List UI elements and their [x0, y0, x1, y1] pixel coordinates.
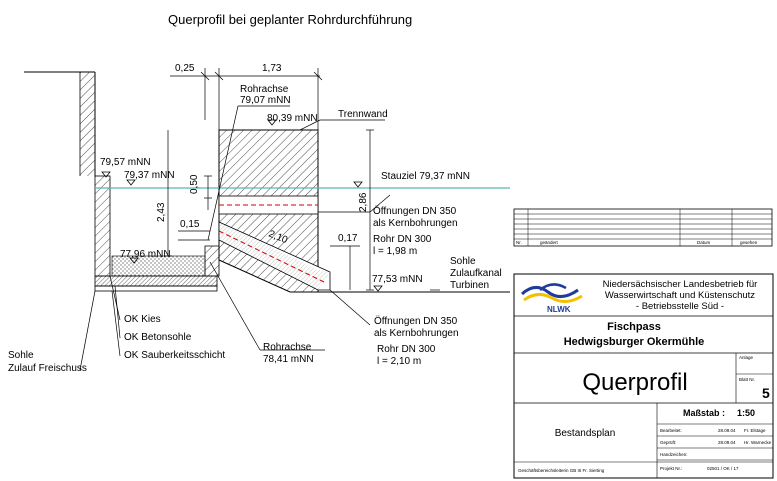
annotation-texts: 0,25 1,73 Rohrachse 79,07 mNN Trennwand …: [8, 63, 502, 374]
pipe2-line2: l = 2,10 m: [377, 356, 421, 367]
massstab-label: Maßstab :: [683, 408, 725, 418]
dim-017: 0,17: [338, 233, 358, 244]
ok-beton-label: OK Betonsohle: [124, 332, 192, 343]
opening2-line2: als Kernbohrungen: [374, 328, 459, 339]
rohrachse-bottom-label: Rohrachse: [263, 342, 312, 353]
trennwand-label: Trennwand: [338, 109, 388, 120]
left-bottom-level: 77,96 mNN: [120, 249, 171, 260]
leiter-line: Geschäftsbereichsleiterin GB III Fr. Sie…: [518, 468, 605, 473]
stauziel-label: Stauziel 79,37 mNN: [381, 171, 470, 182]
drawing-type-title: Querprofil: [582, 369, 687, 396]
sohle-right-1: Sohle: [450, 256, 476, 267]
rohrachse-top-value: 79,07 mNN: [240, 95, 291, 106]
ok-kies-label: OK Kies: [124, 314, 161, 325]
blatt-number: 5: [762, 385, 770, 401]
revision-table: Nr. geändert Datum gesehen: [513, 208, 773, 247]
rev-geaendert: geändert: [540, 240, 559, 245]
handzeichen-label: Handzeichen:: [660, 452, 688, 457]
bearbeitet-date: 28.09.04: [718, 428, 736, 433]
logo-text: NLWK: [547, 305, 571, 314]
sohle-right-3: Turbinen: [450, 280, 489, 291]
rohrachse-bottom-value: 78,41 mNN: [263, 354, 314, 365]
sohle-right-2: Zulaufkanal: [450, 268, 502, 279]
anlage-label: Anlage: [739, 355, 754, 360]
ok-sauber-label: OK Sauberkeitsschicht: [124, 350, 225, 361]
level-markers: [101, 119, 383, 292]
plan-type: Bestandsplan: [555, 428, 616, 439]
geprueft-label: Geprüft:: [660, 440, 676, 445]
rev-nr: Nr.: [516, 240, 522, 245]
projekt-value: 02501 / OK / 17: [707, 466, 739, 471]
left-wall: [24, 71, 96, 176]
title-block: NLWK Niedersächsischer Landesbetrieb für…: [513, 273, 774, 479]
geprueft-name: Hr. Warnecke: [744, 440, 772, 445]
left-top-level: 79,57 mNN: [100, 157, 151, 168]
dim-015: 0,15: [180, 219, 200, 230]
projekt-label: Projekt Nr.:: [660, 466, 682, 471]
rev-datum: Datum: [697, 240, 711, 245]
pipe1-line1: Rohr DN 300: [373, 234, 432, 245]
central-wall: [204, 129, 331, 293]
drawing-title: Querprofil bei geplanter Rohrdurchführun…: [168, 12, 412, 27]
pipe2-line1: Rohr DN 300: [377, 344, 436, 355]
project-line1: Fischpass: [607, 321, 661, 333]
dim-286: 2,86: [358, 192, 369, 212]
org-line3: - Betriebsstelle Süd -: [636, 301, 724, 312]
wall-top-level: 80,39 mNN: [267, 113, 318, 124]
right-bottom-level: 77,53 mNN: [372, 274, 423, 285]
bearbeitet-label: Bearbeitet:: [660, 428, 682, 433]
opening2-line1: Öffnungen DN 350: [374, 315, 458, 327]
project-line2: Hedwigsburger Okermühle: [564, 336, 705, 348]
dim-173: 1,73: [262, 63, 282, 74]
nlwk-logo: NLWK: [520, 283, 583, 314]
sohle-left-2: Zulauf Freischuss: [8, 363, 87, 374]
org-line2: Wasserwirtschaft und Küstenschutz: [605, 290, 755, 301]
rev-gesehen: gesehen: [740, 240, 758, 245]
leader-lines: [79, 105, 440, 371]
opening1-line1: Öffnungen DN 350: [373, 205, 457, 217]
org-line1: Niedersächsischer Landesbetrieb für: [603, 279, 758, 290]
rohrachse-top-label: Rohrachse: [240, 84, 289, 95]
dim-025: 0,25: [175, 63, 195, 74]
dim-243: 2,43: [156, 202, 167, 222]
left-water-level: 79,37 mNN: [124, 170, 175, 181]
bearbeitet-name: Fr. Elstage: [744, 428, 766, 433]
massstab-value: 1:50: [737, 408, 755, 418]
dim-050: 0,50: [189, 174, 200, 194]
pipe1-line2: l = 1,98 m: [373, 246, 417, 257]
sohle-left-1: Sohle: [8, 350, 34, 361]
opening1-line2: als Kernbohrungen: [373, 218, 458, 229]
blatt-label: Blatt Nr.: [739, 377, 755, 382]
dimension-lines: [164, 68, 374, 291]
geprueft-date: 28.09.04: [718, 440, 736, 445]
